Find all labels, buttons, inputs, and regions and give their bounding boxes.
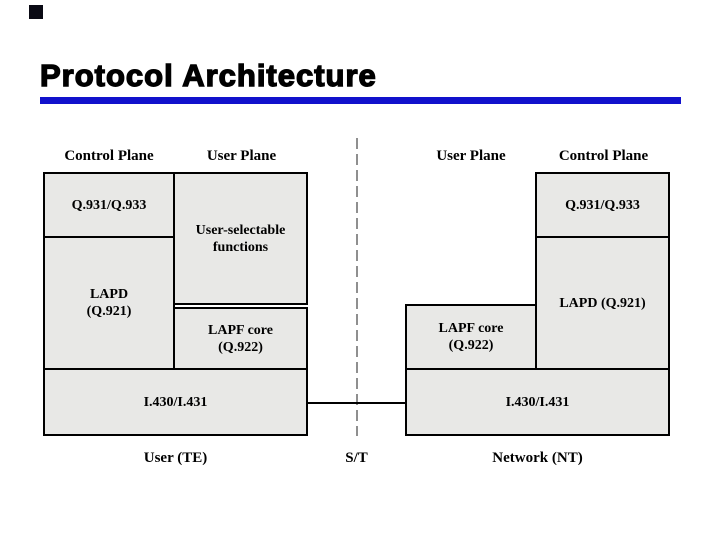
slide-bullet-square <box>29 5 43 19</box>
right-box-q931-q933-label: Q.931/Q.933 <box>565 197 640 213</box>
left-box-lapd-label-line2: (Q.921) <box>86 304 132 319</box>
left-box-q931-q933-label: Q.931/Q.933 <box>71 197 147 213</box>
right-box-lapf-core: LAPF core (Q.922) <box>405 304 537 370</box>
right-box-lapf-label-line1: LAPF core <box>438 321 504 336</box>
left-box-user-selectable-functions: User-selectable functions <box>173 172 308 305</box>
right-stack-caption-network-nt: Network (NT) <box>492 450 583 466</box>
left-box-i430-i431: I.430/I.431 <box>43 368 308 436</box>
left-box-lapd-label-line1: LAPD <box>89 287 129 302</box>
left-box-usf-label-line1: User-selectable <box>195 222 286 238</box>
left-user-plane-header: User Plane <box>206 148 277 164</box>
left-box-lapf-label-line1: LAPF core <box>208 322 273 338</box>
left-box-i430-label: I.430/I.431 <box>143 394 208 410</box>
left-box-lapf-label-line2: (Q.922) <box>218 339 263 355</box>
right-box-lapd-label: LAPD (Q.921) <box>559 295 646 311</box>
right-box-lapf-label-line2: (Q.922) <box>448 338 494 353</box>
left-stack-caption-user-te: User (TE) <box>143 450 208 466</box>
left-box-usf-label-line2: functions <box>212 239 269 255</box>
right-user-plane-header: User Plane <box>436 148 506 164</box>
right-box-lapd: LAPD (Q.921) <box>535 236 670 370</box>
left-box-lapd: LAPD (Q.921) <box>43 236 175 370</box>
left-control-plane-header: Control Plane <box>64 148 154 164</box>
right-box-q931-q933: Q.931/Q.933 <box>535 172 670 238</box>
physical-connector-line <box>306 402 407 404</box>
st-interface-caption: S/T <box>345 450 368 466</box>
title-underline-rule <box>40 97 681 104</box>
slide-title: Protocol Architecture <box>39 57 377 93</box>
right-control-plane-header: Control Plane <box>558 148 649 164</box>
right-box-i430-i431: I.430/I.431 <box>405 368 670 436</box>
right-box-i430-label: I.430/I.431 <box>505 394 570 410</box>
left-box-q931-q933: Q.931/Q.933 <box>43 172 175 238</box>
left-box-lapf-core: LAPF core (Q.922) <box>173 307 308 370</box>
st-reference-dashed-line <box>356 138 358 436</box>
